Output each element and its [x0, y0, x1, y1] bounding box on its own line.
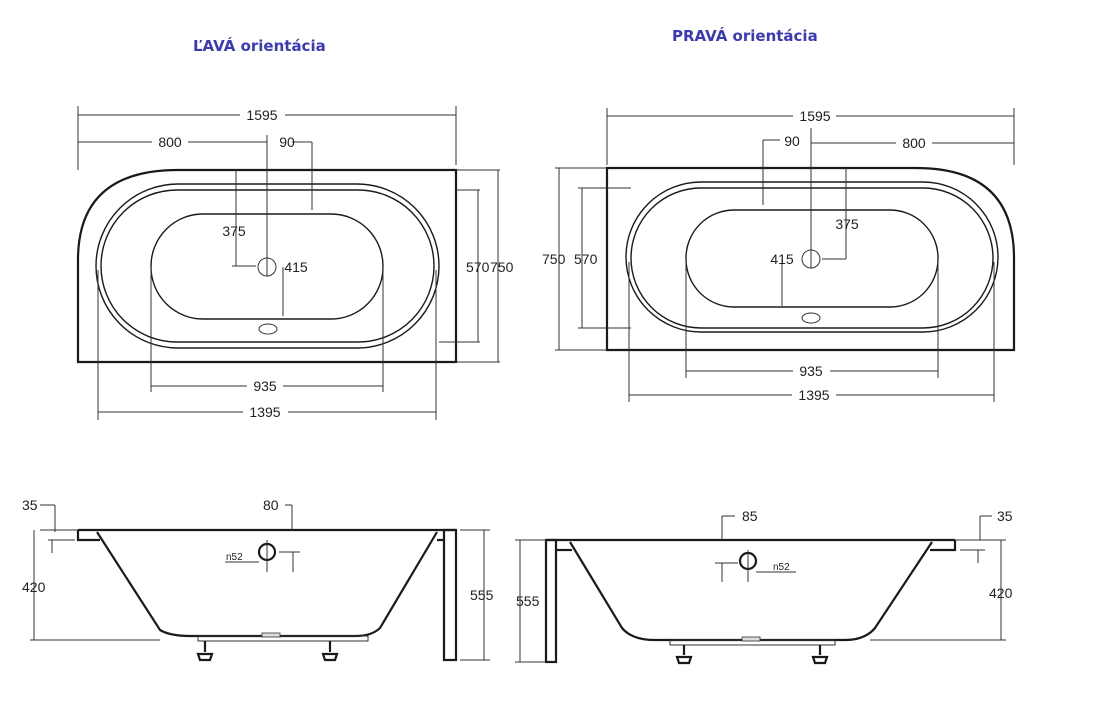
right-dim-415: 415	[770, 251, 794, 267]
right-dim-420: 420	[989, 585, 1013, 601]
right-bowl	[685, 209, 939, 308]
right-dim-750: 750	[542, 251, 566, 267]
right-dim-35: 35	[997, 508, 1013, 524]
left-dim-935: 935	[253, 378, 277, 394]
left-dim-1395: 1395	[249, 404, 280, 420]
right-dim-375: 375	[835, 216, 859, 232]
left-dim-555: 555	[470, 587, 494, 603]
left-dim-750: 750	[490, 259, 514, 275]
right-rim-inner	[630, 187, 994, 329]
left-top-view: 1595 800 90 375 415 570 750 935 1395	[76, 106, 514, 420]
left-dim-375: 375	[222, 223, 246, 239]
left-orientation-title: ĽAVÁ orientácia	[193, 37, 326, 55]
left-overflow	[258, 323, 278, 335]
right-side-view: n52 85 35 420 555	[515, 508, 1013, 665]
right-dim-935: 935	[799, 363, 823, 379]
right-dim-555: 555	[516, 593, 540, 609]
left-dim-415: 415	[284, 259, 308, 275]
left-drain-label: n52	[226, 552, 243, 563]
left-dim-90: 90	[279, 134, 295, 150]
right-overflow	[801, 312, 821, 324]
right-dim-90: 90	[784, 133, 800, 149]
right-tub-body	[569, 541, 933, 642]
right-tub-outline	[605, 166, 1016, 352]
right-apron-panel	[544, 538, 558, 664]
right-dim-800: 800	[902, 135, 926, 151]
right-dim-85: 85	[742, 508, 758, 524]
left-dim-800: 800	[158, 134, 182, 150]
right-rim-outer	[625, 181, 999, 333]
left-apron-panel	[442, 528, 458, 662]
right-dim-570: 570	[574, 251, 598, 267]
left-tub-outline	[76, 168, 458, 364]
left-dim-1595: 1595	[246, 107, 277, 123]
left-dim-570: 570	[466, 259, 490, 275]
left-dim-35: 35	[22, 497, 38, 513]
right-top-view: 1595 800 90 375 415 750 570 935 1395	[542, 108, 1016, 403]
left-side-view: n52 35 80 420 555	[22, 497, 494, 662]
left-dim-420: 420	[22, 579, 46, 595]
right-dim-1595: 1595	[799, 108, 830, 124]
right-orientation-title: PRAVÁ orientácia	[672, 27, 818, 45]
right-drain-label: n52	[773, 562, 790, 573]
right-dim-1395: 1395	[798, 387, 829, 403]
left-dim-80: 80	[263, 497, 279, 513]
